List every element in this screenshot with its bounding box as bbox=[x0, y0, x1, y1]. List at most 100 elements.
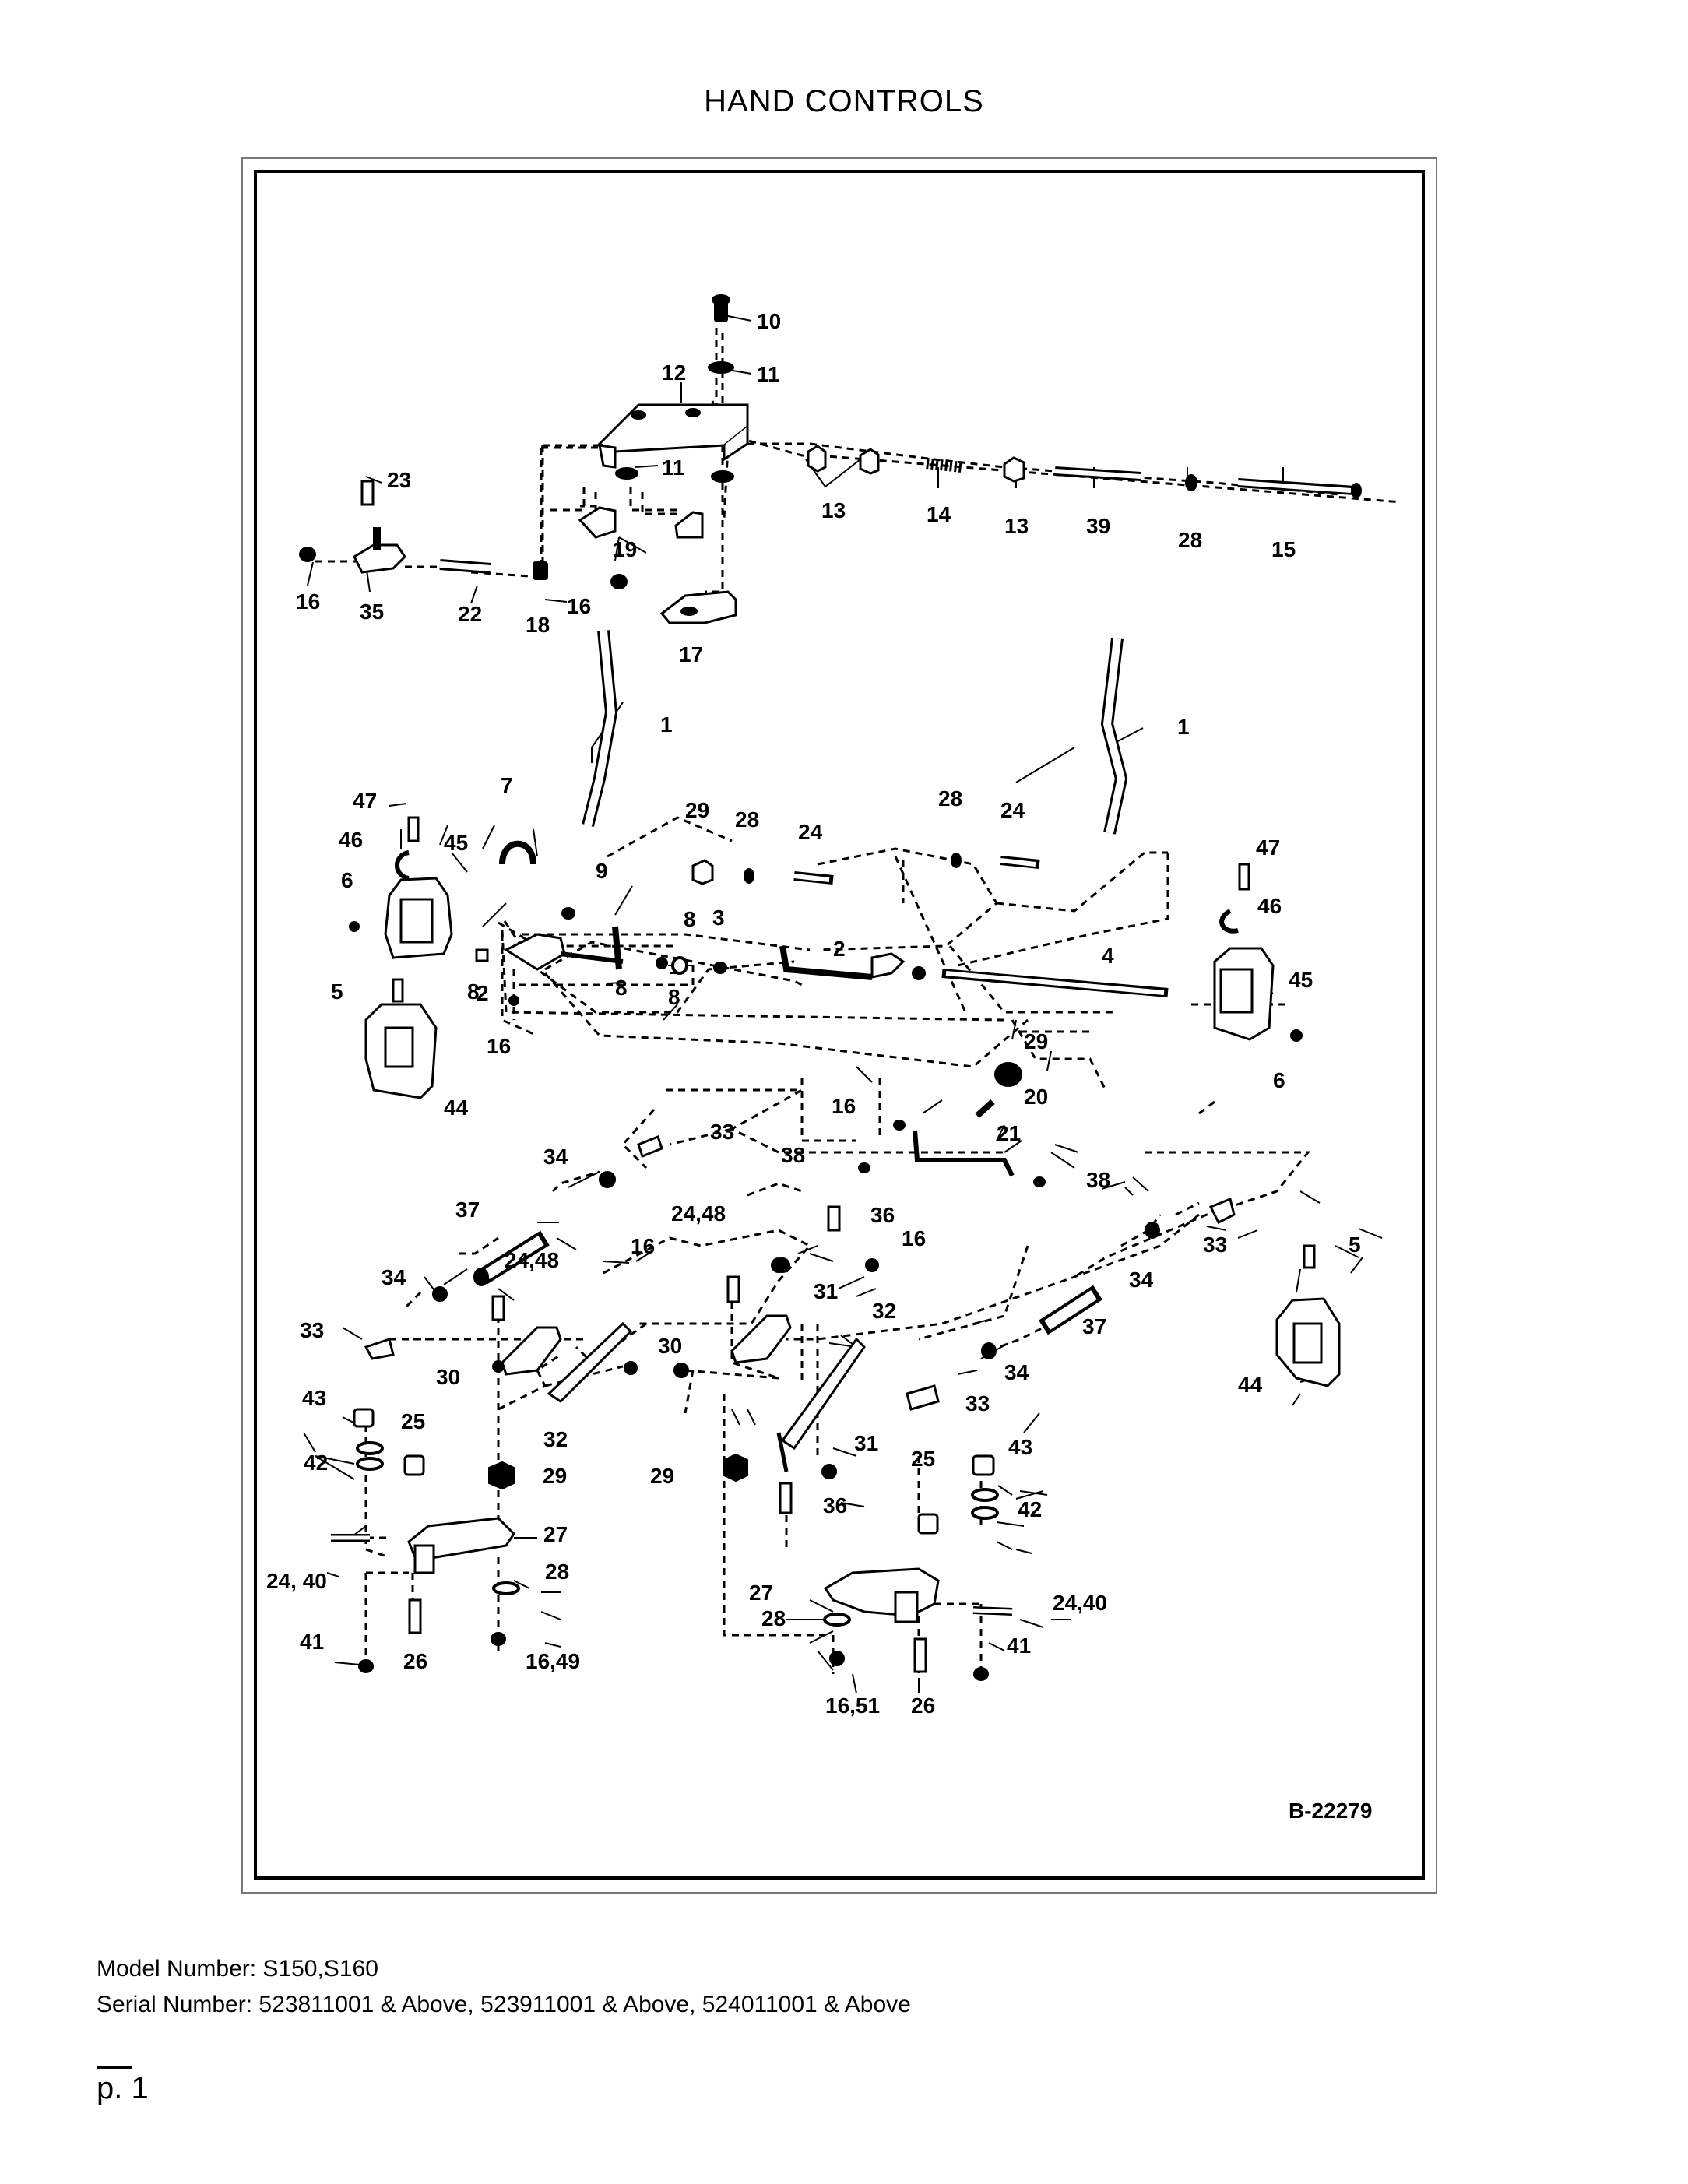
callout-label: 11 bbox=[662, 455, 685, 480]
callout-label: 16 bbox=[832, 1094, 856, 1118]
callout-label: 30 bbox=[658, 1334, 682, 1358]
callout-label: 2 bbox=[833, 937, 846, 961]
dashed-assembly-lines-main bbox=[315, 333, 1340, 1674]
callout-label: 28 bbox=[735, 807, 759, 832]
callout-label: 25 bbox=[911, 1447, 935, 1471]
callout-label: 42 bbox=[304, 1451, 328, 1475]
callout-label: 31 bbox=[854, 1431, 878, 1455]
callout-label: 16 bbox=[296, 589, 320, 614]
diagram-frame-inner bbox=[254, 170, 1425, 1880]
callout-label: 41 bbox=[300, 1630, 324, 1654]
callout-label: 47 bbox=[353, 789, 377, 813]
callout-label: 33 bbox=[965, 1391, 990, 1416]
callout-label: 16 bbox=[487, 1034, 511, 1058]
page-title: HAND CONTROLS bbox=[704, 84, 984, 118]
callout-label: 34 bbox=[382, 1265, 406, 1289]
callout-label: 42 bbox=[1018, 1497, 1042, 1521]
page-number: p. 1 bbox=[97, 2071, 149, 2105]
callout-label: 4 bbox=[1102, 944, 1114, 968]
callout-label: 20 bbox=[1024, 1085, 1048, 1109]
callout-label: 25 bbox=[401, 1409, 425, 1433]
callout-label: 28 bbox=[938, 786, 962, 811]
callout-label: 13 bbox=[1004, 514, 1029, 538]
callout-label: 43 bbox=[1008, 1435, 1032, 1459]
callout-label: 34 bbox=[543, 1145, 568, 1169]
callout-label: 46 bbox=[339, 828, 363, 852]
callout-label: 27 bbox=[543, 1522, 568, 1546]
footer: Model Number: S150,S160 Serial Number: 5… bbox=[97, 1951, 911, 2023]
callout-label: 6 bbox=[341, 868, 353, 892]
callout-label: 38 bbox=[1086, 1168, 1110, 1192]
callout-label: 13 bbox=[821, 498, 846, 522]
parts-shapes bbox=[299, 294, 1362, 1681]
callout-label: 24 bbox=[798, 820, 823, 844]
callout-label: 8 bbox=[684, 907, 696, 931]
callout-label: 7 bbox=[501, 773, 513, 797]
callout-label: 29 bbox=[650, 1464, 674, 1488]
callout-label: 23 bbox=[387, 468, 411, 492]
callout-label: 8 bbox=[615, 976, 628, 1000]
serial-number-line: Serial Number: 523811001 & Above, 523911… bbox=[97, 1992, 911, 2017]
callout-label: 26 bbox=[403, 1649, 427, 1673]
callout-label: 39 bbox=[1086, 514, 1110, 538]
callout-label: 17 bbox=[679, 642, 703, 666]
callout-label: 29 bbox=[1024, 1029, 1048, 1053]
callout-label: 5 bbox=[331, 979, 343, 1004]
callout-label: 6 bbox=[1273, 1068, 1285, 1092]
callout-label: 33 bbox=[710, 1120, 734, 1144]
callout-label: 37 bbox=[455, 1198, 480, 1222]
leader-lines bbox=[303, 315, 1383, 1694]
drawing-number: B-22279 bbox=[1289, 1799, 1373, 1823]
callout-label: 1 bbox=[660, 712, 673, 737]
callout-label: 24,48 bbox=[505, 1248, 559, 1272]
callout-label: 15 bbox=[1271, 537, 1296, 561]
callout-label: 16 bbox=[631, 1234, 655, 1258]
callout-labels: 10 11 12 11 13 14 13 39 28 15 23 19 16 3… bbox=[266, 309, 1361, 1718]
diagram-frame-outer bbox=[241, 157, 1437, 1894]
callout-label: 36 bbox=[870, 1203, 895, 1227]
callout-label: 31 bbox=[814, 1279, 838, 1303]
callout-label: 19 bbox=[613, 537, 637, 561]
callout-label: 44 bbox=[1238, 1373, 1263, 1397]
callout-label: 41 bbox=[1007, 1634, 1031, 1658]
callout-label: 1 bbox=[1177, 715, 1190, 739]
callout-label: 5 bbox=[1349, 1233, 1361, 1257]
callout-label: 24, 40 bbox=[266, 1569, 327, 1593]
model-number-line: Model Number: S150,S160 bbox=[97, 1956, 378, 1982]
callout-label: 24,40 bbox=[1053, 1591, 1107, 1615]
page-number-rule bbox=[97, 2066, 132, 2069]
callout-label: 28 bbox=[545, 1560, 569, 1584]
callout-label: 37 bbox=[1082, 1314, 1106, 1338]
callout-label: 33 bbox=[300, 1318, 324, 1342]
callout-label: 16 bbox=[902, 1226, 926, 1250]
callout-label: 24,48 bbox=[671, 1201, 726, 1226]
callout-label: 33 bbox=[1203, 1233, 1227, 1257]
callout-label: 21 bbox=[997, 1121, 1021, 1145]
callout-label: 28 bbox=[1178, 528, 1202, 552]
callout-label: 46 bbox=[1257, 894, 1282, 918]
callout-label: 34 bbox=[1004, 1360, 1029, 1384]
callout-label: 43 bbox=[302, 1386, 326, 1410]
callout-label: 16,49 bbox=[526, 1649, 580, 1673]
callout-label: 30 bbox=[436, 1365, 460, 1389]
callout-label: 8 bbox=[467, 979, 480, 1004]
callout-label: 44 bbox=[444, 1096, 469, 1120]
callout-label: 9 bbox=[596, 859, 608, 883]
callout-label: 22 bbox=[458, 602, 482, 626]
callout-label: 18 bbox=[526, 613, 550, 637]
callout-label: 3 bbox=[712, 906, 725, 930]
callout-label: 11 bbox=[757, 362, 780, 386]
callout-label: 27 bbox=[749, 1581, 773, 1605]
callout-label: 38 bbox=[781, 1143, 805, 1167]
callout-label: 45 bbox=[1289, 968, 1313, 992]
callout-label: 26 bbox=[911, 1693, 935, 1718]
callout-label: 29 bbox=[685, 798, 709, 822]
callout-label: 47 bbox=[1256, 835, 1280, 860]
callout-label: 16,51 bbox=[825, 1693, 880, 1718]
callout-label: 24 bbox=[1000, 798, 1025, 822]
callout-label: 28 bbox=[761, 1606, 786, 1630]
callout-label: 32 bbox=[543, 1427, 568, 1451]
callout-label: 45 bbox=[444, 831, 468, 855]
callout-label: 29 bbox=[543, 1464, 567, 1488]
